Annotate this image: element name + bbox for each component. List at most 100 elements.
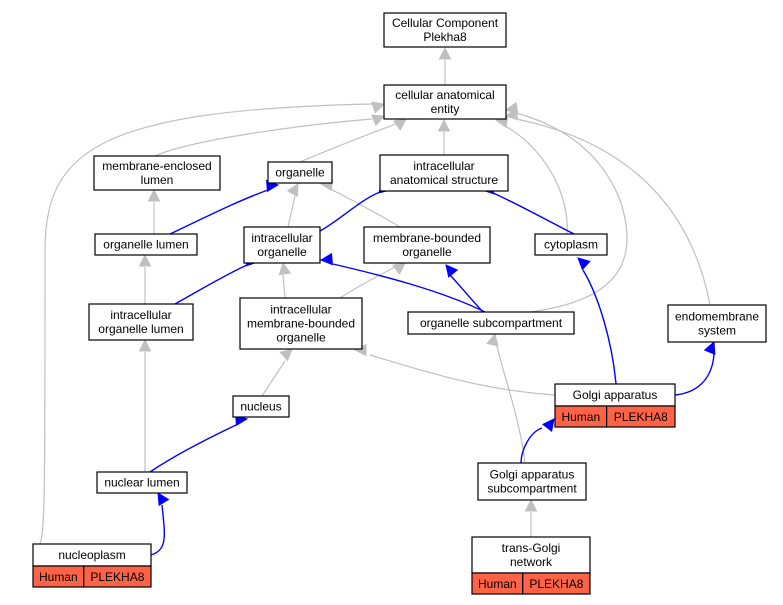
node-label: cytoplasm xyxy=(544,238,598,252)
arrowhead xyxy=(138,253,152,267)
node-box xyxy=(363,226,491,264)
species-label: Human xyxy=(39,570,78,584)
node-label: network xyxy=(510,555,553,569)
arrowhead xyxy=(504,101,519,115)
node-label: entity xyxy=(431,102,460,116)
edge-line xyxy=(319,191,381,232)
edge-imbo-to-mbo xyxy=(339,262,406,299)
node-label: subcompartment xyxy=(487,482,577,496)
node-label: Cellular Component xyxy=(392,16,499,30)
node-box xyxy=(93,155,221,191)
node-cytoplasm[interactable]: cytoplasm xyxy=(534,233,608,256)
node-nuclear-lumen[interactable]: nuclear lumen xyxy=(96,471,188,494)
node-box xyxy=(477,462,587,501)
edge-line xyxy=(154,118,373,157)
node-box xyxy=(383,12,507,48)
species-label: Human xyxy=(478,577,517,591)
node-label: cellular anatomical xyxy=(395,88,494,102)
edge-line xyxy=(449,274,484,313)
arrowhead xyxy=(371,101,386,114)
node-label: lumen xyxy=(141,173,174,187)
gene-tag xyxy=(605,405,676,428)
edge-line xyxy=(515,118,711,306)
node-label: Golgi apparatus xyxy=(490,468,575,482)
arrowhead xyxy=(370,114,386,127)
edge-line xyxy=(496,345,526,464)
arrowhead xyxy=(486,332,499,347)
node-box xyxy=(88,303,194,341)
species-label: Human xyxy=(561,410,600,424)
arrowhead xyxy=(392,262,406,275)
node-label: trans-Golgi xyxy=(502,541,561,555)
edge-golgi-to-cytoplasm xyxy=(577,257,617,385)
node-label: organelle xyxy=(402,245,452,259)
edge-gasc-to-osc xyxy=(486,332,526,464)
edge-iol-to-ol xyxy=(138,253,152,304)
edge-line xyxy=(261,360,286,397)
node-box xyxy=(383,84,507,120)
node-label: system xyxy=(698,324,736,338)
edge-golgi-to-endo xyxy=(674,340,716,396)
node-box xyxy=(407,311,575,335)
edge-io-to-organelle xyxy=(286,183,299,228)
edge-line xyxy=(332,263,486,313)
edge-tgn-to-gasc xyxy=(524,498,538,537)
gene-tag xyxy=(522,572,591,595)
edge-line xyxy=(674,353,715,396)
node-label: membrane-enclosed xyxy=(102,159,211,173)
edge-golgi-to-imbo xyxy=(353,343,556,396)
gene-label: PLEKHA8 xyxy=(529,577,583,591)
edge-line xyxy=(169,189,269,235)
edge-line xyxy=(492,192,575,235)
node-label: nucleoplasm xyxy=(58,548,125,562)
node-label: membrane-bounded xyxy=(373,231,481,245)
node-label: nucleus xyxy=(240,400,281,414)
node-label: Plekha8 xyxy=(423,30,467,44)
edge-nucleoplasm-to-nl xyxy=(150,492,170,556)
edge-osc-to-mbo xyxy=(445,264,484,313)
node-organelle-lumen[interactable]: organelle lumen xyxy=(94,233,198,256)
node-label: intracellular xyxy=(413,159,474,173)
edge-mel-to-entity xyxy=(154,114,386,157)
node-box xyxy=(94,233,198,256)
node-box xyxy=(667,304,767,343)
arrowhead xyxy=(278,261,292,276)
node-organelle-subcompartment[interactable]: organelle subcompartment xyxy=(407,311,575,335)
edge-line xyxy=(369,354,556,396)
edge-endo-to-entity xyxy=(504,107,711,306)
arrowhead xyxy=(138,338,152,352)
arrowhead xyxy=(577,257,591,271)
edge-nucleus-to-imbo xyxy=(261,348,293,397)
node-label: organelle xyxy=(275,166,325,180)
node-label: organelle xyxy=(276,331,326,345)
node-label: organelle lumen xyxy=(103,238,188,252)
gene-label: PLEKHA8 xyxy=(614,410,668,424)
node-organelle[interactable]: organelle xyxy=(267,161,333,184)
node-nucleus[interactable]: nucleus xyxy=(232,395,290,418)
edge-line xyxy=(174,264,248,305)
arrowhead xyxy=(147,188,161,202)
edge-line xyxy=(149,424,237,473)
edge-line xyxy=(150,504,166,556)
arrowhead xyxy=(703,340,716,356)
node-box xyxy=(96,471,188,494)
node-box xyxy=(379,154,509,192)
node-box xyxy=(239,297,363,350)
edge-gasc-to-golgi xyxy=(520,418,555,464)
edge-line xyxy=(299,122,399,163)
